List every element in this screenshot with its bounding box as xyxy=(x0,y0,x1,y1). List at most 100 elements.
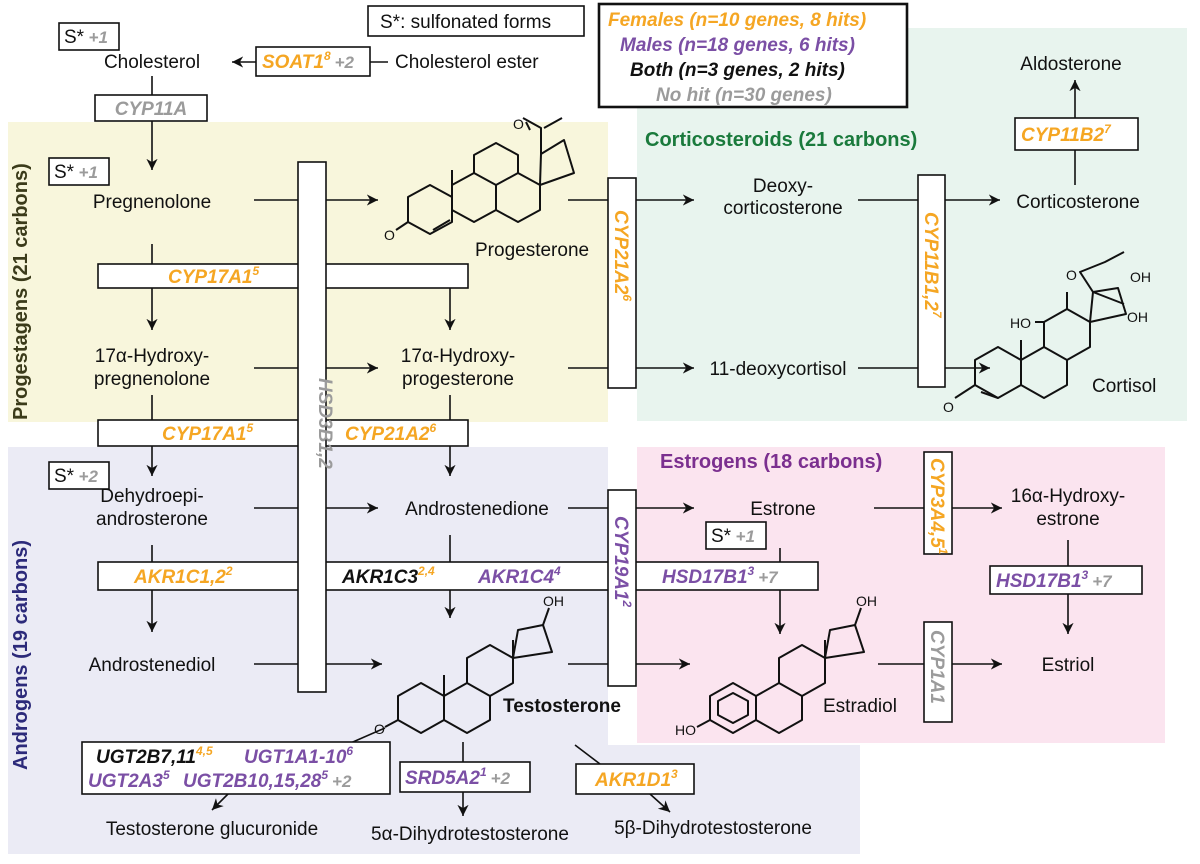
sulfonated-tag-text: S* +1 xyxy=(64,27,108,48)
progesterone-structure-icon: O O xyxy=(384,116,575,243)
enzyme-akr1c4: AKR1C44 xyxy=(477,564,561,588)
androgens-title: Androgens (19 carbons) xyxy=(10,540,32,770)
cyp3a45-bar xyxy=(923,451,953,555)
hsd3b12-bar xyxy=(297,161,327,693)
androgens-region-extension xyxy=(595,745,860,854)
metabolite-deoxycorticosterone: Deoxy- xyxy=(753,176,813,197)
legend-male: Males (n=18 genes, 6 hits) xyxy=(620,35,855,56)
akr-hsd17b1-bar xyxy=(97,561,819,591)
legend-female: Females (n=10 genes, 8 hits) xyxy=(608,10,866,31)
cortisol-ho: HO xyxy=(1010,315,1031,331)
srd5a2-box xyxy=(399,761,531,793)
cyp11a-box xyxy=(94,94,208,122)
cortisol-ketone-oxygen: O xyxy=(1066,267,1077,283)
metabolite-androstenedione: Androstenedione xyxy=(405,499,549,520)
enzyme-cyp21a2-horizontal: CYP21A26 xyxy=(345,421,437,445)
progesterone-oxygen: O xyxy=(384,227,395,243)
enzyme-hsd17b1-box: HSD17B13+7 xyxy=(996,568,1113,592)
cyp11b2-box xyxy=(1014,117,1139,151)
metabolite-dhea: androsterone xyxy=(96,509,208,530)
sulfonated-legend: S*: sulfonated forms xyxy=(380,12,551,33)
sulfonated-tag-cholesterol xyxy=(58,22,120,51)
metabolite-aldosterone: Aldosterone xyxy=(1020,54,1121,75)
testosterone-oxygen: O xyxy=(374,721,385,737)
metabolite-cholesterol-ester: Cholesterol ester xyxy=(395,52,539,73)
enzyme-cyp3a45: CYP3A4,51 xyxy=(926,458,950,555)
cyp1a1-bar xyxy=(923,621,953,723)
gene-legend-box xyxy=(597,2,909,109)
enzyme-cyp11b2: CYP11B27 xyxy=(1021,122,1112,146)
metabolite-estradiol: Estradiol xyxy=(823,696,897,717)
enzyme-cyp19a1: CYP19A12 xyxy=(610,516,634,608)
enzyme-akr1c12: AKR1C1,22 xyxy=(133,564,233,588)
estrogens-title: Estrogens (18 carbons) xyxy=(660,451,882,473)
enzyme-ugt2b10: UGT2B10,15,285+2 xyxy=(183,768,352,792)
metabolite-16oh-estrone: 16α-Hydroxy- xyxy=(1011,486,1125,507)
enzyme-ugt1a1: UGT1A1-106 xyxy=(244,744,353,768)
enzyme-cyp11b12: CYP11B1,27 xyxy=(920,212,944,319)
cortisol-structure-icon: HO OH OH O O xyxy=(943,251,1151,415)
enzyme-cyp17a1-bottom: CYP17A15 xyxy=(162,421,254,445)
metabolite-androstenediol: Androstenediol xyxy=(89,655,216,676)
estradiol-ho: HO xyxy=(675,722,696,738)
sulfonated-tag-estrone xyxy=(705,521,767,550)
legend-both: Both (n=3 genes, 2 hits) xyxy=(630,60,845,81)
estradiol-oh: OH xyxy=(856,593,877,609)
sulfonated-tag-text: S* +2 xyxy=(54,466,98,487)
cyp19a1-bar xyxy=(607,489,637,687)
metabolite-cholesterol: Cholesterol xyxy=(104,52,200,73)
enzyme-cyp11a: CYP11A xyxy=(115,99,188,120)
metabolite-testosterone: Testosterone xyxy=(503,696,621,717)
akr1d1-box xyxy=(575,763,695,795)
cyp17a1-cyp21a2-bar xyxy=(97,419,469,447)
cortisol-oxygen: O xyxy=(943,399,954,415)
cortisol-oh-a: OH xyxy=(1127,309,1148,325)
sulfonated-tag-pregnenolone xyxy=(48,157,110,186)
legend-nohit: No hit (n=30 genes) xyxy=(656,85,832,106)
metabolite-5a-dht: 5α-Dihydrotestosterone xyxy=(371,824,569,845)
sulfonated-tag-dhea xyxy=(48,461,110,490)
progestagens-title: Progestagens (21 carbons) xyxy=(10,163,32,420)
enzyme-akr1c3: AKR1C32,4 xyxy=(341,564,435,588)
enzyme-cyp1a1: CYP1A1 xyxy=(926,630,947,704)
testosterone-structure-icon: OH O xyxy=(374,593,564,737)
enzyme-cyp21a2-vertical: CYP21A26 xyxy=(610,210,634,302)
cortisol-oh-b: OH xyxy=(1130,269,1151,285)
corticosteroids-title: Corticosteroids (21 carbons) xyxy=(645,129,917,151)
metabolite-testosterone-glucuronide: Testosterone glucuronide xyxy=(106,819,318,840)
cyp21a2-bar xyxy=(607,177,637,389)
metabolite-estrone: Estrone xyxy=(750,499,815,520)
metabolite-pregnenolone: Pregnenolone xyxy=(93,192,211,213)
enzyme-akr1d1: AKR1D13 xyxy=(594,767,678,791)
enzyme-cyp17a1-top: CYP17A15 xyxy=(168,264,260,288)
metabolite-17oh-progesterone: 17α-Hydroxy- xyxy=(401,346,515,367)
cyp17a1-bar-top xyxy=(97,263,469,289)
metabolite-11-deoxycortisol: 11-deoxycortisol xyxy=(710,359,847,380)
sulfonated-legend-box xyxy=(367,5,585,37)
enzyme-srd5a2: SRD5A21+2 xyxy=(405,765,511,789)
soat1-box xyxy=(255,46,371,77)
metabolite-corticosterone: Corticosterone xyxy=(1016,192,1140,213)
testosterone-oh: OH xyxy=(543,593,564,609)
enzyme-soat1: SOAT18+2 xyxy=(262,49,355,73)
estradiol-structure-icon: OH HO xyxy=(675,593,877,738)
progesterone-ketone-oxygen: O xyxy=(513,116,524,132)
ugt-box xyxy=(81,741,391,795)
metabolite-dhea: Dehydroepi- xyxy=(100,486,204,507)
enzyme-hsd17b1-bar: HSD17B13+7 xyxy=(662,564,779,588)
metabolite-16oh-estrone: estrone xyxy=(1036,509,1099,530)
hsd17b1-box xyxy=(989,565,1143,595)
metabolite-deoxycorticosterone: corticosterone xyxy=(723,198,842,219)
sulfonated-tag-text: S* +1 xyxy=(54,162,98,183)
metabolite-17oh-pregnenolone: pregnenolone xyxy=(94,369,210,390)
metabolite-17oh-progesterone: progesterone xyxy=(402,369,514,390)
cyp11b12-bar xyxy=(917,174,946,388)
metabolite-17oh-pregnenolone: 17α-Hydroxy- xyxy=(95,346,209,367)
estrogens-region xyxy=(637,447,1165,743)
enzyme-hsd3b12: HSD3B1,2 xyxy=(314,378,335,469)
enzyme-ugt2b7: UGT2B7,114,5 xyxy=(96,744,213,768)
metabolite-progesterone: Progesterone xyxy=(475,240,589,261)
metabolite-5b-dht: 5β-Dihydrotestosterone xyxy=(614,818,812,839)
metabolite-estriol: Estriol xyxy=(1042,655,1095,676)
